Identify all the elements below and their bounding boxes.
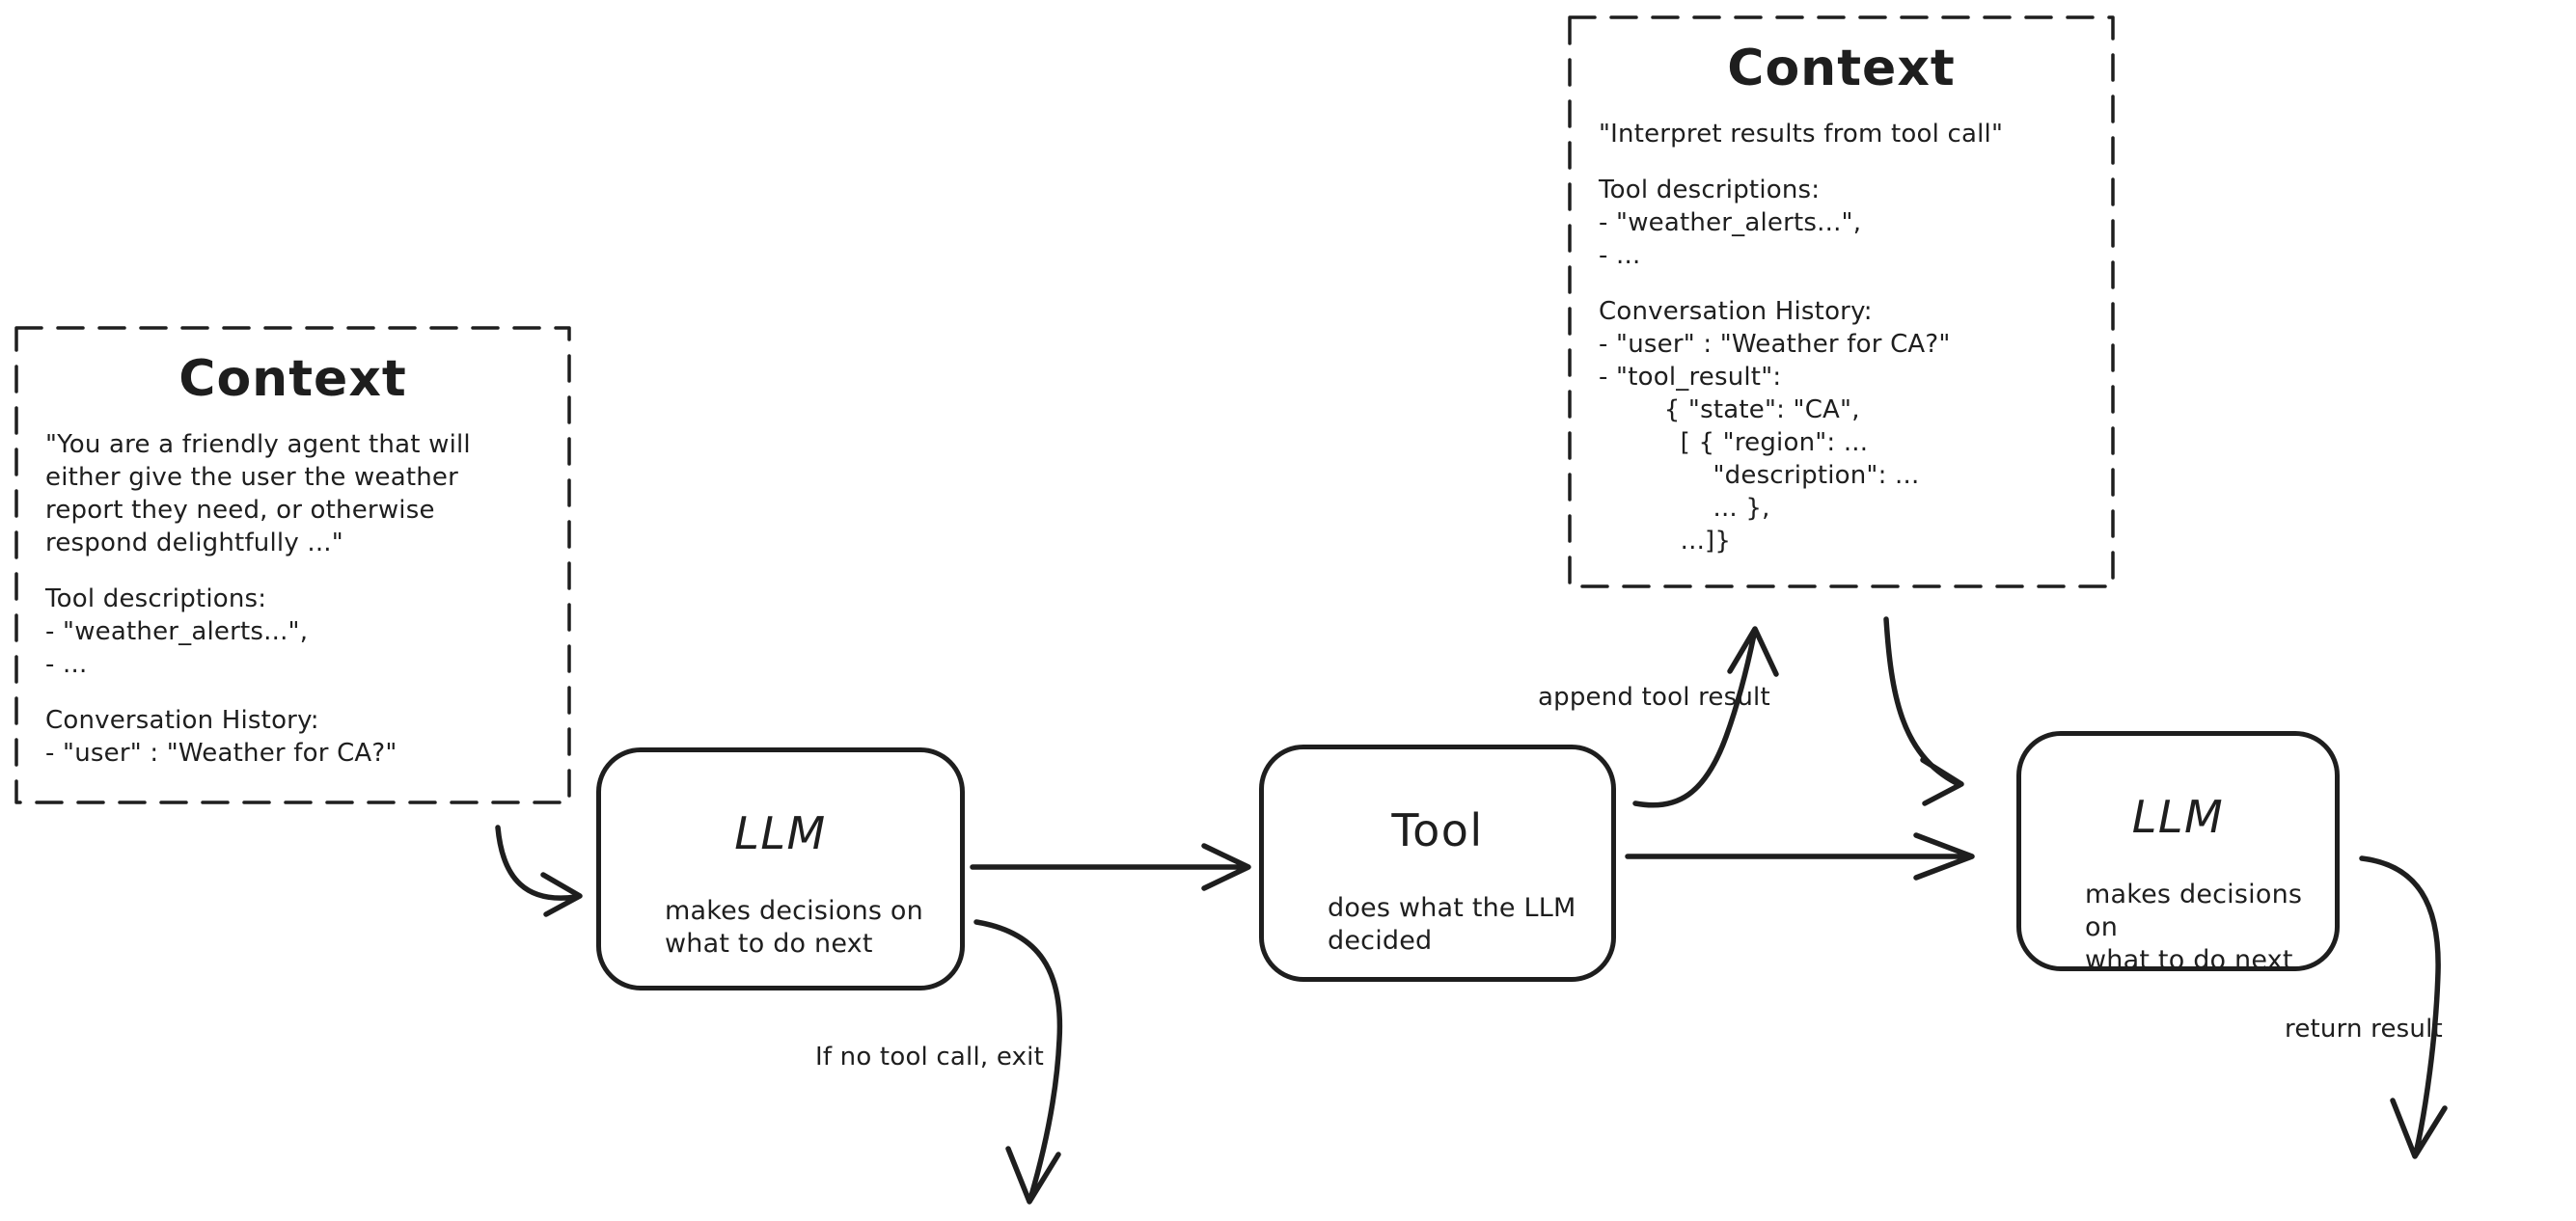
text-line: Tool descriptions: <box>45 584 267 613</box>
node-llm-1: LLM makes decisions on what to do next <box>596 747 965 990</box>
text-line: - "weather_alerts...", <box>1599 208 1862 237</box>
text-line: { "state": "CA", <box>1599 395 1860 424</box>
node-llm-1-subtitle: makes decisions on what to do next <box>665 896 923 959</box>
text-line: - "weather_alerts...", <box>45 617 309 646</box>
context-left-border <box>14 326 571 804</box>
node-tool-title: Tool <box>1391 804 1484 856</box>
text-line: "You are a friendly agent that will <box>45 430 471 459</box>
arrow-context-left-to-llm1 <box>495 825 583 917</box>
label-return-result: return result <box>2285 1015 2443 1044</box>
arrow-llm1-exit <box>973 919 1063 1205</box>
node-tool: Tool does what the LLM decided <box>1259 745 1616 982</box>
text-line: Tool descriptions: <box>1599 176 1821 204</box>
text-line <box>45 559 569 583</box>
context-box-left: Context "You are a friendly agent that w… <box>16 328 569 802</box>
arrow-context-top-to-llm2 <box>1883 616 1964 806</box>
context-left-title: Context <box>178 350 407 408</box>
context-left-body: "You are a friendly agent that will eithe… <box>45 428 569 770</box>
context-top-body: "Interpret results from tool call" Tool d… <box>1599 118 2113 557</box>
text-line: Conversation History: <box>45 706 319 735</box>
text-line: - "tool_result": <box>1599 363 1782 392</box>
text-line: - ... <box>1599 241 1641 270</box>
text-line: - ... <box>45 650 88 679</box>
text-line: - "user" : "Weather for CA?" <box>1599 330 1951 359</box>
text-line: ... }, <box>1599 494 1770 523</box>
context-box-top: Context "Interpret results from tool cal… <box>1570 17 2113 586</box>
label-no-tool-call-exit: If no tool call, exit <box>815 1043 1044 1072</box>
node-llm-2-subtitle: makes decisions on what to do next <box>2085 880 2303 975</box>
text-line: either give the user the weather <box>45 463 459 492</box>
text-line: report they need, or otherwise <box>45 496 435 525</box>
node-tool-subtitle: does what the LLM decided <box>1328 893 1576 956</box>
arrow-llm1-to-tool <box>970 843 1251 891</box>
text-line: "description": ... <box>1599 461 1920 490</box>
arrow-tool-to-context-top <box>1632 626 1779 808</box>
text-line <box>1599 272 2113 295</box>
text-line: Conversation History: <box>1599 297 1873 326</box>
text-line: respond delightfully ..." <box>45 529 343 557</box>
arrow-llm2-return <box>2359 855 2448 1159</box>
text-line: - "user" : "Weather for CA?" <box>45 739 397 768</box>
context-top-border <box>1568 15 2115 588</box>
context-top-title: Context <box>1727 40 1956 97</box>
text-line <box>45 681 569 704</box>
text-line: "Interpret results from tool call" <box>1599 120 2004 149</box>
node-llm-2-title: LLM <box>2131 791 2225 843</box>
node-llm-2: LLM makes decisions on what to do next <box>2016 731 2340 975</box>
node-llm-1-title: LLM <box>734 807 827 859</box>
text-line: [ { "region": ... <box>1599 428 1869 457</box>
label-append-tool-result: append tool result <box>1538 683 1770 712</box>
arrow-tool-to-llm2 <box>1625 832 1975 881</box>
text-line <box>1599 150 2113 174</box>
text-line: ...]} <box>1599 527 1732 556</box>
